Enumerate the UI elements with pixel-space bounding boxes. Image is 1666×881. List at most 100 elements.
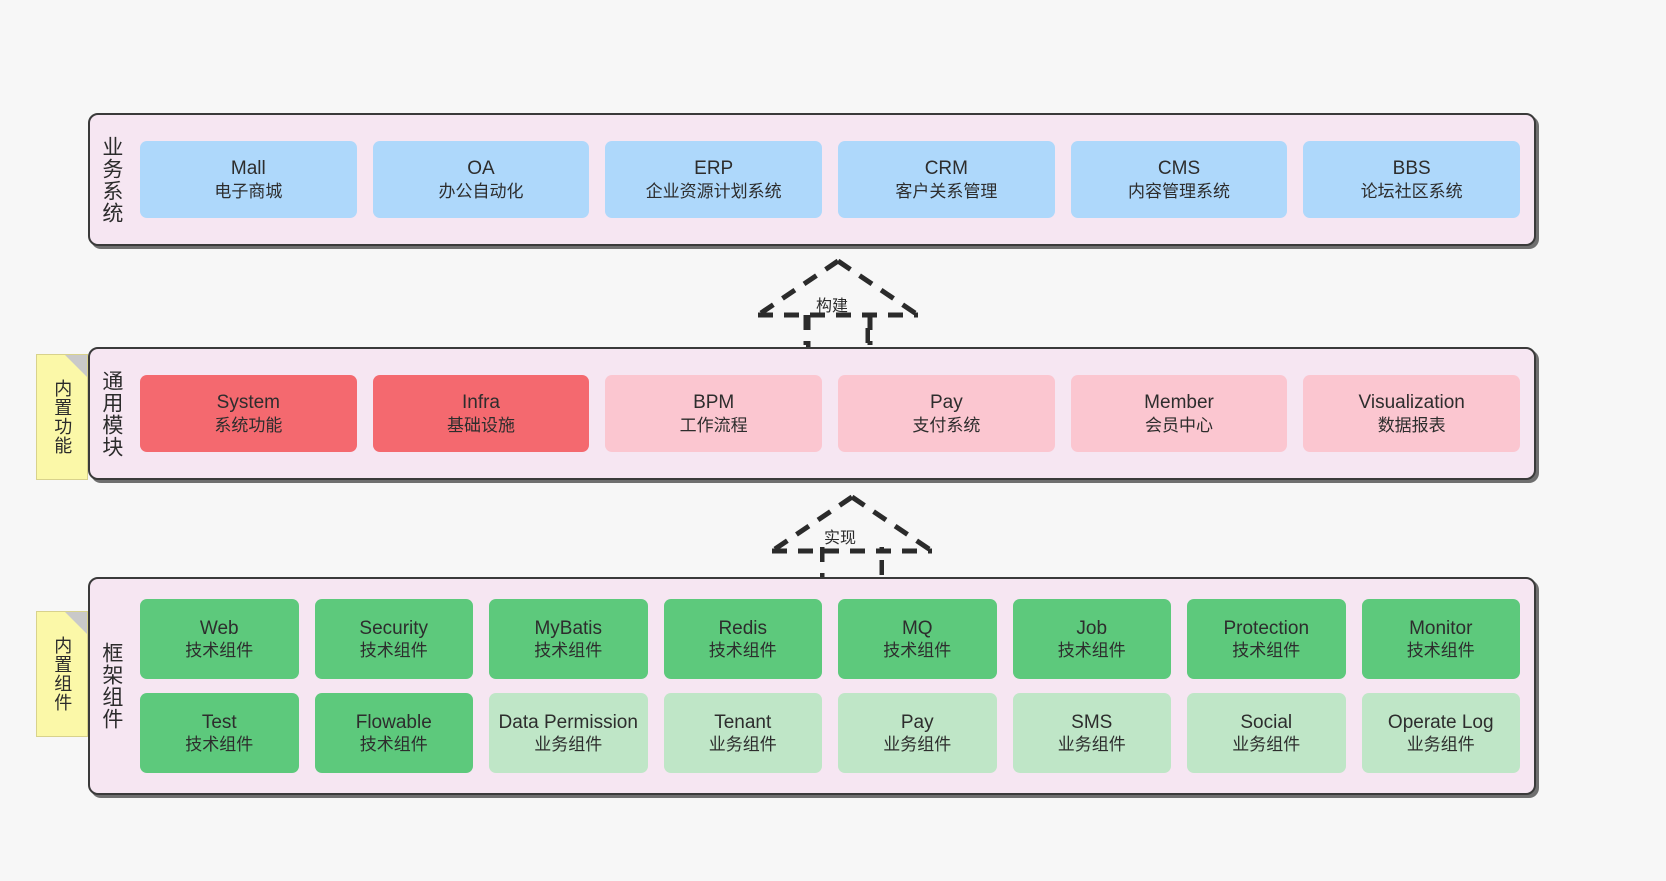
box-oa[interactable]: OA 办公自动化: [372, 141, 590, 218]
box-system[interactable]: System 系统功能: [140, 375, 357, 452]
box-title: Job: [1076, 617, 1108, 639]
row-framework-1: Web 技术组件 Security 技术组件 MyBatis 技术组件 Redi…: [140, 599, 1520, 679]
box-protection[interactable]: Protection 技术组件: [1187, 599, 1346, 679]
layer-title-common: 通用模块: [99, 369, 123, 458]
box-title: ERP: [694, 158, 734, 180]
box-mall[interactable]: Mall 电子商城: [140, 141, 357, 218]
connector-implement-label: 实现: [824, 530, 857, 547]
box-subtitle: 技术组件: [1232, 641, 1301, 661]
box-subtitle: 会员中心: [1145, 415, 1214, 435]
layer-body-business: Mall 电子商城 OA 办公自动化 ERP 企业资源计划系统 CRM 客户关系…: [132, 115, 1534, 244]
row-business-1: Mall 电子商城 OA 办公自动化 ERP 企业资源计划系统 CRM 客户关系…: [140, 141, 1521, 218]
box-title: Pay: [900, 711, 934, 733]
box-monitor[interactable]: Monitor 技术组件: [1361, 599, 1520, 679]
box-title: Flowable: [355, 711, 432, 733]
box-title: CMS: [1157, 158, 1201, 180]
box-sms[interactable]: SMS 业务组件: [1012, 693, 1171, 773]
box-title: Test: [201, 711, 237, 733]
note-label: 内置功能: [52, 379, 73, 455]
box-title: BPM: [693, 392, 735, 414]
box-pay-component[interactable]: Pay 业务组件: [838, 693, 997, 773]
box-mybatis[interactable]: MyBatis 技术组件: [489, 599, 648, 679]
box-title: MQ: [901, 617, 933, 639]
box-title: Web: [199, 617, 239, 639]
box-security[interactable]: Security 技术组件: [314, 599, 473, 679]
box-subtitle: 业务组件: [1232, 735, 1301, 755]
box-subtitle: 客户关系管理: [895, 181, 998, 201]
box-pay-module[interactable]: Pay 支付系统: [838, 375, 1055, 452]
box-social[interactable]: Social 业务组件: [1187, 693, 1346, 773]
box-title: Pay: [929, 392, 963, 414]
box-bbs[interactable]: BBS 论坛社区系统: [1303, 141, 1521, 218]
row-common-1: System 系统功能 Infra 基础设施 BPM 工作流程 Pay 支付系统…: [140, 375, 1521, 452]
box-title: Redis: [718, 617, 768, 639]
box-bpm[interactable]: BPM 工作流程: [605, 375, 823, 452]
layer-common-modules: 通用模块 System 系统功能 Infra 基础设施 BPM 工作流程 Pay…: [88, 347, 1536, 480]
box-subtitle: 工作流程: [679, 415, 748, 435]
note-fold-corner-icon: [65, 612, 87, 634]
box-subtitle: 技术组件: [883, 641, 952, 661]
box-subtitle: 业务组件: [1057, 735, 1126, 755]
box-subtitle: 内容管理系统: [1128, 181, 1231, 201]
box-subtitle: 业务组件: [708, 735, 777, 755]
box-visualization[interactable]: Visualization 数据报表: [1303, 375, 1521, 452]
box-title: Security: [359, 617, 429, 639]
box-subtitle: 论坛社区系统: [1360, 181, 1463, 201]
box-mq[interactable]: MQ 技术组件: [838, 599, 997, 679]
layer-business-systems: 业务系统 Mall 电子商城 OA 办公自动化 ERP 企业资源计划系统 CRM…: [88, 113, 1536, 246]
box-subtitle: 技术组件: [185, 641, 254, 661]
box-subtitle: 技术组件: [1057, 641, 1126, 661]
connector-implement-arrow-icon: [770, 494, 934, 554]
box-title: Social: [1240, 711, 1293, 733]
layer-title-business: 业务系统: [99, 135, 123, 224]
box-title: Tenant: [714, 711, 772, 733]
box-title: Member: [1144, 392, 1214, 414]
note-builtin-component: 内置组件: [36, 611, 88, 737]
box-title: CRM: [924, 158, 968, 180]
box-web[interactable]: Web 技术组件: [140, 599, 299, 679]
note-fold-corner-icon: [65, 355, 87, 377]
layer-framework-components: 框架组件 Web 技术组件 Security 技术组件 MyBatis 技术组件…: [88, 577, 1536, 795]
box-subtitle: 技术组件: [185, 735, 254, 755]
box-title: Operate Log: [1387, 711, 1494, 733]
box-subtitle: 技术组件: [708, 641, 777, 661]
box-title: System: [216, 392, 281, 414]
box-subtitle: 业务组件: [1406, 735, 1475, 755]
box-subtitle: 业务组件: [883, 735, 952, 755]
box-subtitle: 基础设施: [447, 415, 515, 435]
box-erp[interactable]: ERP 企业资源计划系统: [605, 141, 823, 218]
box-subtitle: 支付系统: [912, 415, 981, 435]
box-operate-log[interactable]: Operate Log 业务组件: [1361, 693, 1520, 773]
box-data-permission[interactable]: Data Permission 业务组件: [489, 693, 648, 773]
box-subtitle: 系统功能: [214, 415, 283, 435]
box-title: MyBatis: [534, 617, 603, 639]
connector-build-label: 构建: [816, 298, 849, 315]
box-title: Infra: [461, 392, 501, 414]
box-subtitle: 企业资源计划系统: [645, 181, 782, 201]
box-redis[interactable]: Redis 技术组件: [663, 599, 822, 679]
layer-body-framework: Web 技术组件 Security 技术组件 MyBatis 技术组件 Redi…: [132, 579, 1534, 793]
box-subtitle: 业务组件: [534, 735, 603, 755]
box-subtitle: 数据报表: [1377, 415, 1446, 435]
layer-body-common: System 系统功能 Infra 基础设施 BPM 工作流程 Pay 支付系统…: [132, 349, 1534, 478]
note-builtin-feature: 内置功能: [36, 354, 88, 480]
box-member[interactable]: Member 会员中心: [1070, 375, 1288, 452]
box-tenant[interactable]: Tenant 业务组件: [663, 693, 822, 773]
box-job[interactable]: Job 技术组件: [1012, 599, 1171, 679]
box-test[interactable]: Test 技术组件: [140, 693, 299, 773]
box-infra[interactable]: Infra 基础设施: [372, 375, 590, 452]
box-title: Monitor: [1409, 617, 1473, 639]
box-subtitle: 技术组件: [534, 641, 603, 661]
box-cms[interactable]: CMS 内容管理系统: [1070, 141, 1288, 218]
note-label: 内置组件: [52, 636, 73, 712]
box-title: SMS: [1071, 711, 1113, 733]
box-title: Mall: [230, 158, 266, 180]
box-subtitle: 技术组件: [359, 641, 428, 661]
box-subtitle: 技术组件: [1406, 641, 1475, 661]
box-subtitle: 技术组件: [359, 735, 428, 755]
box-crm[interactable]: CRM 客户关系管理: [838, 141, 1055, 218]
box-flowable[interactable]: Flowable 技术组件: [314, 693, 473, 773]
layer-title-framework: 框架组件: [99, 642, 123, 730]
box-subtitle: 办公自动化: [438, 181, 524, 201]
